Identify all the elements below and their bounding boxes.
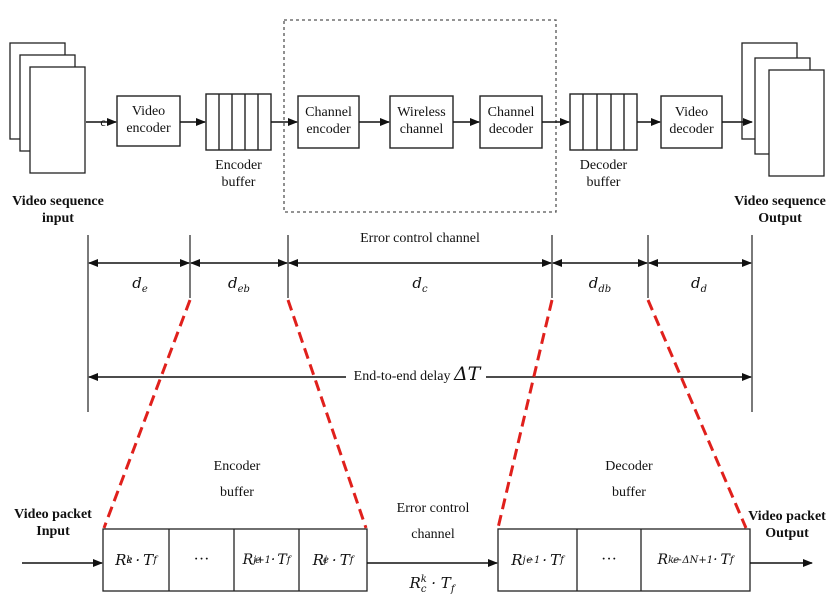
enc-cell-ellipsis: ··· — [193, 551, 210, 568]
error-control-channel-label: Error control channel — [360, 231, 480, 246]
c-marker: c — [100, 115, 106, 129]
decoder-buffer-label: Decoder buffer — [579, 158, 628, 190]
bottom-encoder-buffer-label: Encoder buffer — [213, 459, 261, 500]
wireless-channel-label: Wireless channel — [397, 105, 446, 137]
input-label: Video sequence input — [12, 194, 104, 226]
delay-de-label: de — [132, 274, 148, 296]
channel-encoder-box — [297, 95, 360, 149]
channel-group-frame — [283, 19, 557, 213]
dec-cell-ellipsis: ··· — [601, 551, 617, 568]
wireless-channel-box — [389, 95, 454, 149]
bottom-error-channel-label: Error control channel — [396, 501, 470, 542]
delay-ddb-label: ddb — [588, 274, 612, 296]
delay-dd-label: dd — [690, 274, 707, 296]
buffer-projection-lines — [102, 299, 748, 529]
channel-decoder-box — [479, 95, 543, 149]
delay-dc-label: dc — [412, 274, 428, 296]
output-frames-icon — [741, 42, 825, 177]
bottom-decoder-buffer-label: Decoder buffer — [605, 459, 653, 500]
channel-rate-formula: Rkc · Tf — [409, 574, 455, 595]
bottom-decoder-buffer — [497, 528, 751, 592]
video-decoder-label: Video decoder — [669, 105, 714, 137]
encoder-buffer-box — [205, 93, 272, 151]
video-encoder-label: Video encoder — [126, 104, 171, 136]
packet-input-label: Video packet Input — [14, 507, 92, 539]
input-frames-icon — [9, 42, 86, 174]
video-encoder-box — [116, 95, 181, 147]
channel-encoder-label: Channel encoder — [305, 105, 352, 137]
encoder-buffer-label: Encoder buffer — [215, 158, 262, 190]
decoder-buffer-box — [569, 93, 638, 151]
bottom-encoder-buffer — [102, 528, 368, 592]
packet-output-label: Video packet Output — [748, 509, 826, 541]
end-to-end-delay-label: End-to-end delay ΔT — [353, 363, 481, 385]
output-label: Video sequence Output — [734, 194, 826, 226]
channel-decoder-label: Channel decoder — [487, 105, 535, 137]
delay-deb-label: deb — [228, 274, 250, 296]
